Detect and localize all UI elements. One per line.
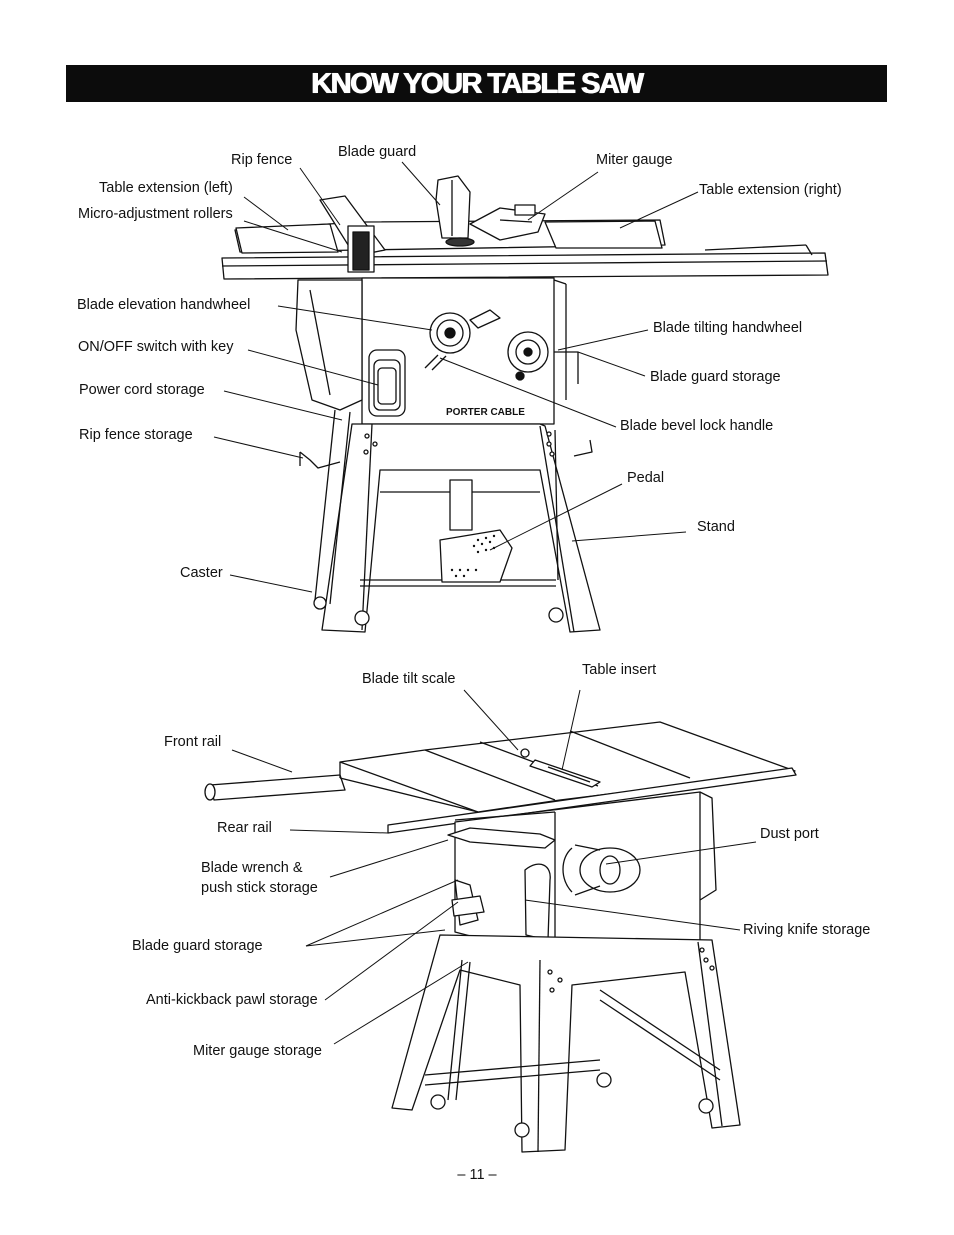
label-pedal: Pedal	[627, 470, 665, 486]
label-riving-knife-storage: Riving knife storage	[743, 922, 871, 938]
brand-logo: PORTER CABLE	[446, 407, 525, 418]
label-blade-guard-storage-bottom: Blade guard storage	[132, 938, 263, 954]
label-blade-bevel-lock-handle: Blade bevel lock handle	[620, 418, 774, 434]
label-blade-wrench-storage: Blade wrench & push stick storage	[201, 860, 318, 896]
label-miter-gauge-storage: Miter gauge storage	[193, 1043, 322, 1059]
label-caster: Caster	[180, 565, 223, 581]
label-blade-guard: Blade guard	[338, 144, 417, 160]
label-micro-adjustment-rollers: Micro-adjustment rollers	[78, 206, 233, 222]
label-power-cord-storage: Power cord storage	[79, 382, 205, 398]
label-blade-guard-storage-top: Blade guard storage	[650, 369, 781, 385]
table-saw-rear-view	[204, 721, 797, 1153]
label-table-insert: Table insert	[582, 662, 657, 678]
label-blade-elevation-handwheel: Blade elevation handwheel	[77, 297, 251, 313]
top-leader-lines	[213, 161, 699, 593]
label-dust-port: Dust port	[760, 826, 819, 842]
page-number: – 11 –	[457, 1167, 497, 1183]
label-rip-fence: Rip fence	[231, 152, 293, 168]
label-anti-kickback-pawl-storage: Anti-kickback pawl storage	[146, 992, 318, 1008]
bottom-leader-lines	[231, 689, 757, 1045]
title-bar: KNOW YOUR TABLE SAW	[66, 65, 887, 102]
label-table-extension-left: Table extension (left)	[99, 180, 233, 196]
table-saw-front-view	[221, 175, 829, 633]
label-rear-rail: Rear rail	[217, 820, 272, 836]
label-table-extension-right: Table extension (right)	[699, 182, 842, 198]
page-title: KNOW YOUR TABLE SAW	[310, 68, 644, 100]
label-blade-tilting-handwheel: Blade tilting handwheel	[653, 320, 803, 336]
label-front-rail: Front rail	[164, 734, 222, 750]
label-stand: Stand	[697, 519, 735, 535]
label-rip-fence-storage: Rip fence storage	[79, 427, 193, 443]
label-miter-gauge: Miter gauge	[596, 152, 673, 168]
label-blade-tilt-scale: Blade tilt scale	[362, 671, 456, 687]
label-on-off-switch: ON/OFF switch with key	[78, 339, 234, 355]
